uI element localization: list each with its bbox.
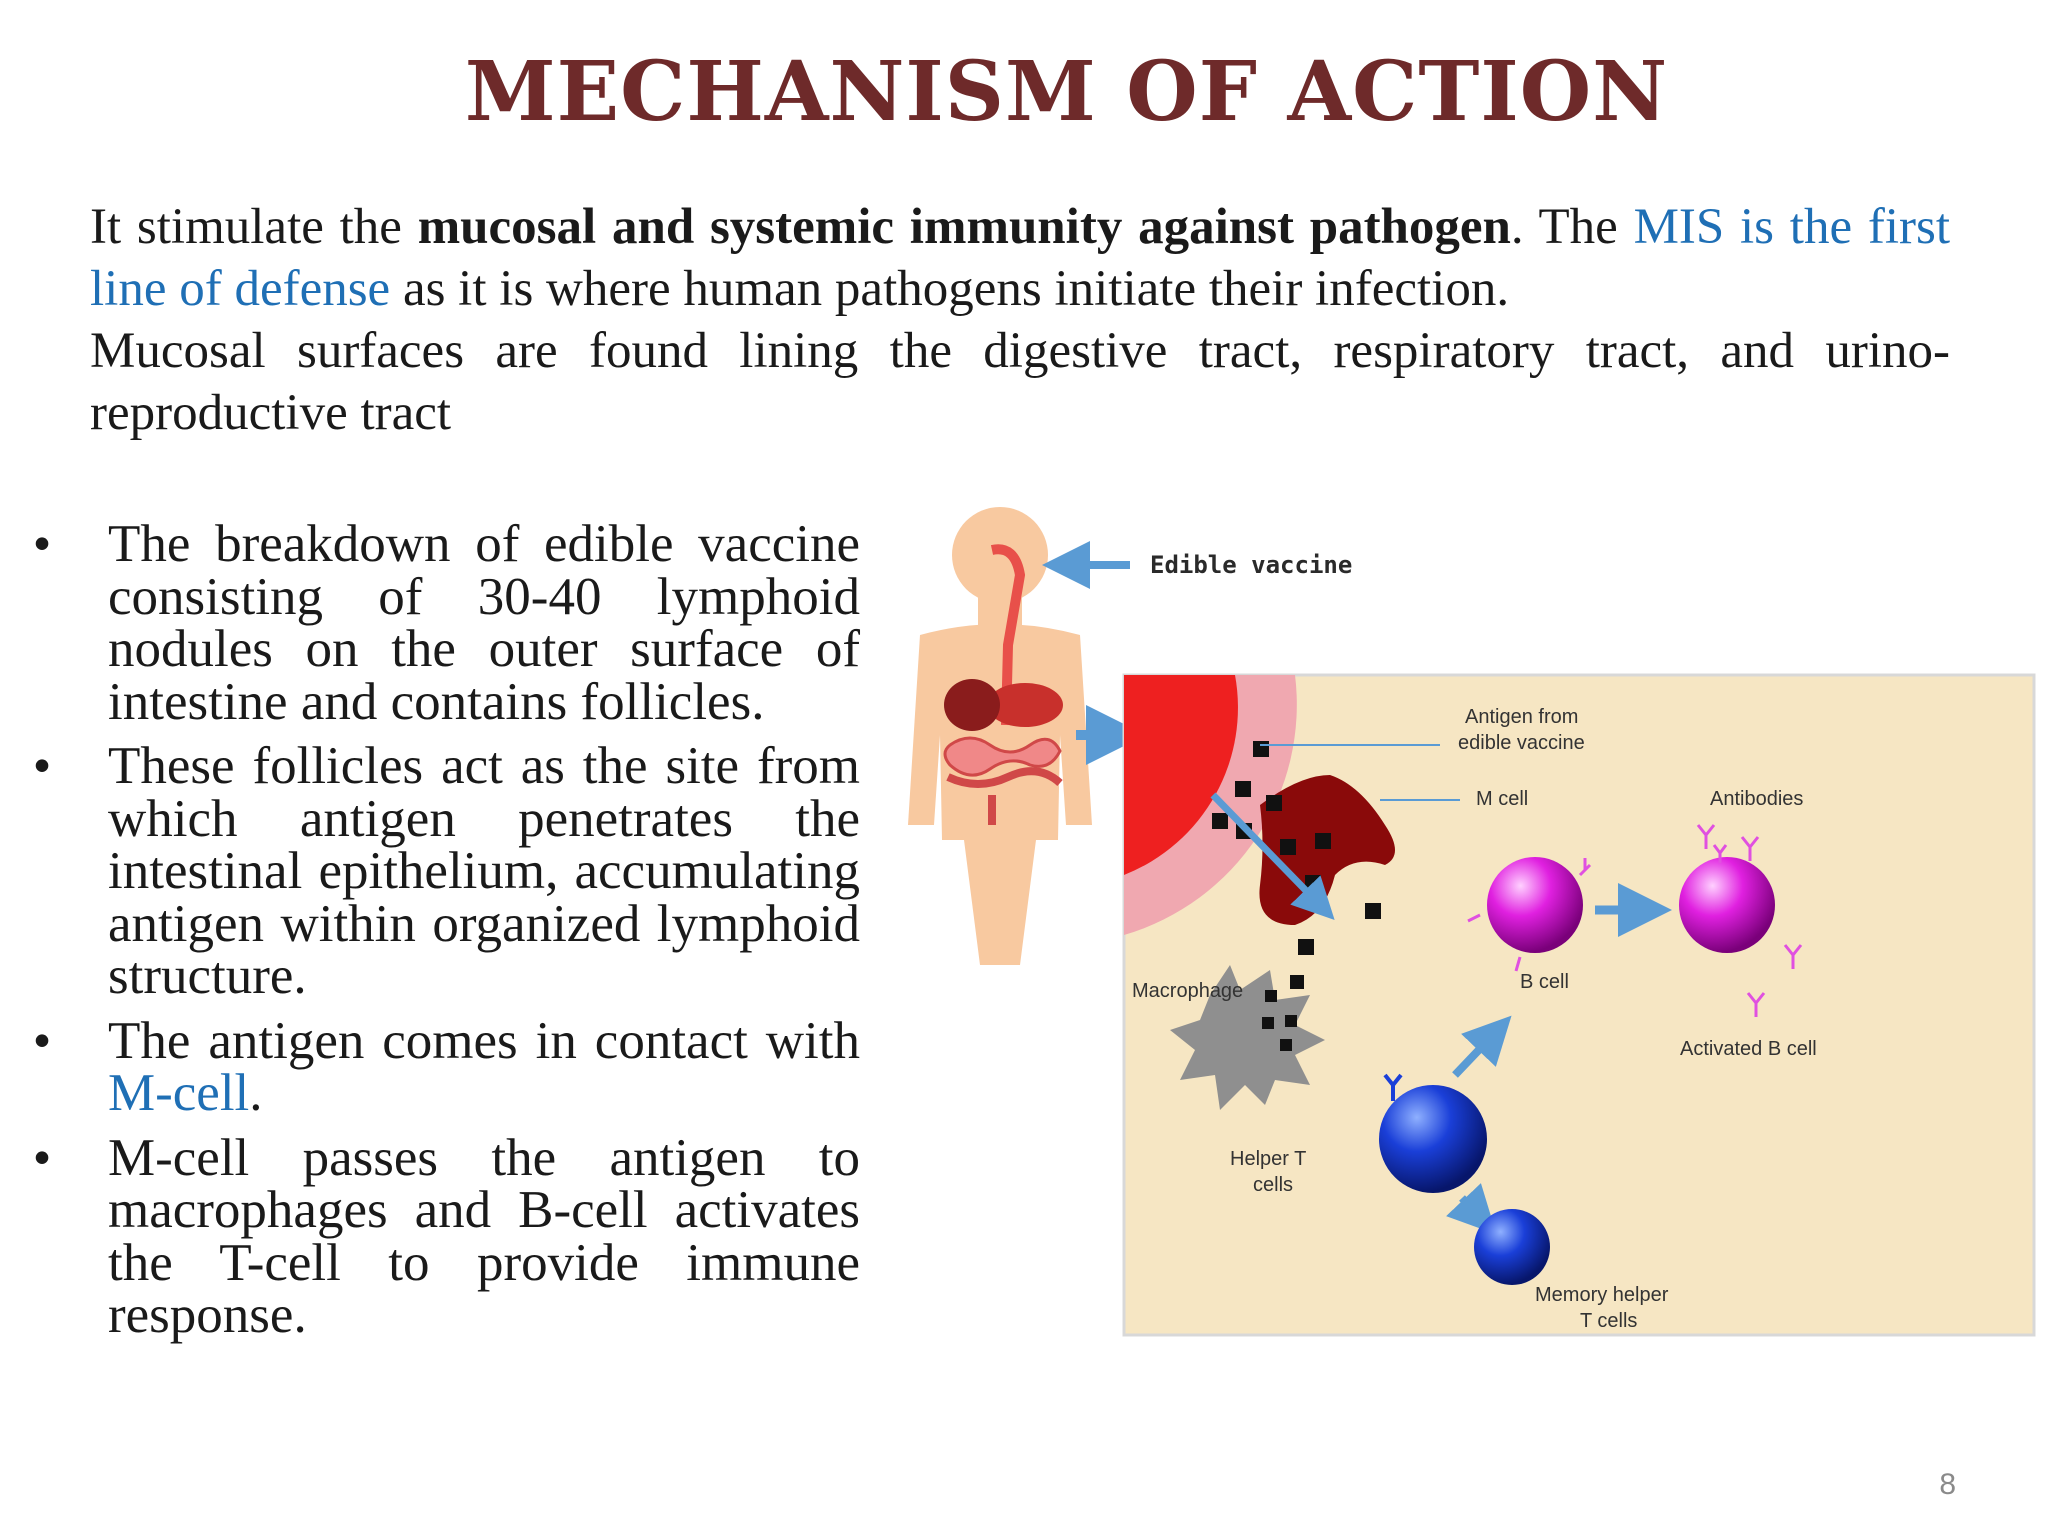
intro-text-segment: It stimulate the — [90, 199, 418, 255]
macrophage-shape — [1170, 965, 1325, 1110]
bullet-text: These follicles act as the site from whi… — [108, 737, 860, 1005]
label-b-cell: B cell — [1520, 971, 1569, 993]
mucosa-inner-region — [1124, 675, 1238, 875]
intro-paragraph-1: It stimulate the mucosal and systemic im… — [90, 196, 1950, 320]
slide-title: MECHANISM OF ACTION — [464, 44, 1669, 140]
page-number: 8 — [1939, 1468, 1956, 1501]
label-edible-vaccine: Edible vaccine — [1150, 551, 1352, 579]
bullet-text: The antigen comes in contact with — [108, 1011, 860, 1070]
label-activated-b-cell: Activated B cell — [1680, 1038, 1817, 1060]
label-helper-t: Helper T — [1230, 1148, 1306, 1170]
bullet-list: • The breakdown of edible vaccine consist… — [30, 518, 860, 1354]
intro-blue-phrase: MIS is the first line of defense — [90, 199, 1951, 317]
activated-b-cell — [1679, 857, 1775, 953]
mechanism-diagram: Edible vaccine Antigen from edible vacci… — [908, 507, 2036, 1337]
bullet-text-tail: . — [249, 1064, 263, 1122]
bullet-highlight-m-cell: M-cell — [108, 1064, 250, 1122]
t-to-b-arrow — [1452, 1015, 1512, 1078]
bullet-item: • The antigen comes in contact with M-cel… — [30, 1011, 860, 1122]
macrophage-antigens — [1262, 975, 1304, 1051]
label-cells: cells — [1253, 1174, 1293, 1196]
t-cell-receptor — [1383, 1073, 1403, 1101]
human-body-illustration — [908, 507, 1092, 965]
antigen-penetration-arrow — [1210, 792, 1335, 921]
bullet-item: • These follicles act as the site from wh… — [30, 740, 860, 1003]
intro-text-segment: . The — [1510, 199, 1634, 255]
bullet-dot: • — [32, 1128, 52, 1187]
label-macrophage: Macrophage — [1132, 980, 1243, 1002]
intro-text: It stimulate the mucosal and systemic im… — [90, 196, 1950, 444]
bullet-item: • The breakdown of edible vaccine consist… — [30, 518, 860, 728]
bullet-dot: • — [32, 515, 52, 573]
intro-paragraph-2: Mucosal surfaces are found lining the di… — [90, 323, 1950, 441]
memory-helper-t-cell — [1474, 1209, 1550, 1285]
bullet-text: The breakdown of edible vaccine consisti… — [108, 515, 860, 731]
label-antigen-from: Antigen from — [1465, 706, 1578, 728]
intro-bold-phrase: mucosal and systemic immunity against pa… — [417, 199, 1511, 255]
label-memory-helper: Memory helper — [1535, 1284, 1669, 1306]
bullet-text: M-cell passes the antigen to macrophages… — [108, 1128, 860, 1344]
intro-text-segment: as it is where human pathogens initiate … — [390, 261, 1510, 317]
label-edible-vaccine-2: edible vaccine — [1458, 732, 1585, 754]
t-to-memory-arrow — [1446, 1183, 1497, 1235]
bullet-item: • M-cell passes the antigen to macrophage… — [30, 1128, 860, 1344]
b-cell — [1487, 857, 1583, 953]
antibody-shapes — [1696, 824, 1803, 1017]
bullet-dot: • — [32, 1011, 52, 1070]
label-antibodies: Antibodies — [1710, 788, 1803, 810]
bullet-dot: • — [32, 737, 52, 795]
label-m-cell: M cell — [1476, 788, 1528, 810]
b-cell-receptors — [1467, 858, 1592, 972]
label-t-cells: T cells — [1580, 1310, 1637, 1332]
helper-t-cell — [1379, 1085, 1487, 1193]
